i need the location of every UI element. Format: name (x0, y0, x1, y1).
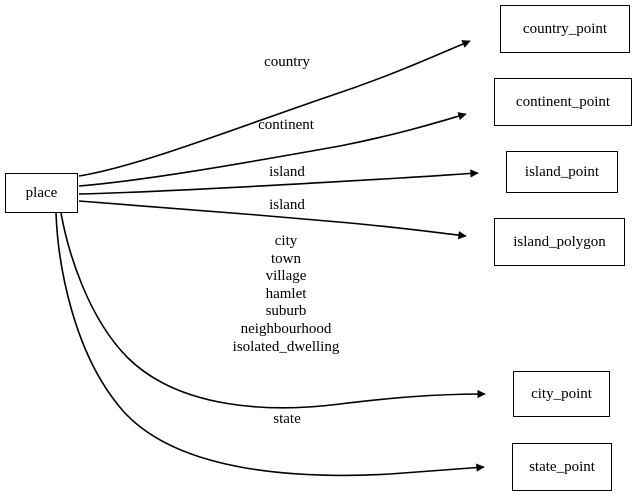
node-place[interactable]: place (5, 173, 78, 213)
node-island-polygon-label: island_polygon (513, 233, 606, 250)
node-city-point[interactable]: city_point (513, 371, 610, 417)
node-continent-point-label: continent_point (515, 93, 611, 110)
node-island-point-label: island_point (524, 163, 600, 180)
node-island-polygon[interactable]: island_polygon (494, 218, 625, 266)
edge-place-to-island-polygon (78, 200, 467, 240)
edge-label-island-polygon: island (269, 197, 305, 213)
node-state-point-label: state_point (529, 458, 595, 475)
node-country-point-label: country_point (522, 20, 608, 37)
edge-place-to-city-point (60, 212, 486, 409)
node-island-point[interactable]: island_point (506, 151, 618, 193)
node-place-label: place (25, 184, 58, 201)
node-state-point[interactable]: state_point (512, 443, 612, 491)
edge-label-state: state (273, 411, 301, 427)
edge-label-island-point: island (269, 164, 305, 180)
node-country-point[interactable]: country_point (500, 5, 630, 53)
edge-label-city-group: city town village hamlet suburb neighbou… (232, 233, 340, 355)
node-city-point-label: city_point (531, 385, 592, 402)
edge-label-country: country (264, 54, 310, 70)
edge-place-to-country-point (78, 40, 471, 177)
edge-label-continent: continent (258, 117, 314, 133)
edge-place-to-state-point (55, 212, 485, 477)
edge-place-to-continent-point (78, 112, 467, 187)
edge-place-to-island-point (78, 169, 479, 195)
node-continent-point[interactable]: continent_point (494, 78, 632, 126)
